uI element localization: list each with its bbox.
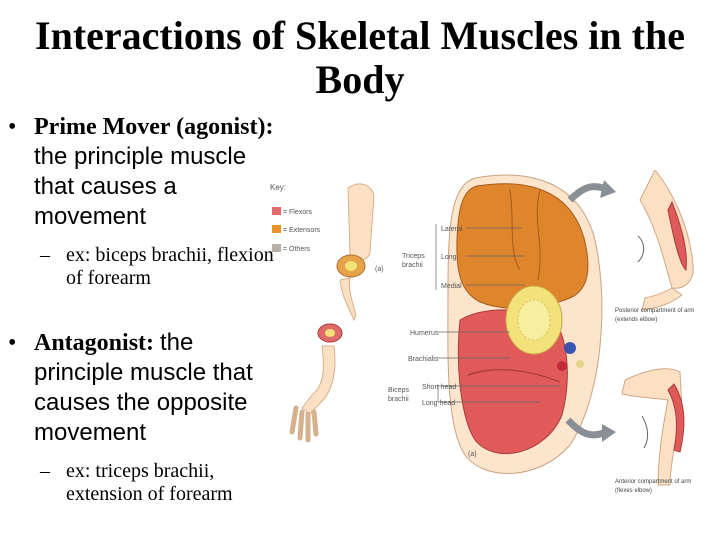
artery <box>557 361 567 371</box>
triceps-long-label: Long <box>441 254 457 261</box>
sub-bullet-text: ex: triceps brachii, extension of forear… <box>66 460 233 505</box>
key-label-extensors: = Extensors <box>283 227 321 234</box>
sub-bullet-dash: – <box>40 460 50 482</box>
anterior-caption-line1: Anterior compartment of arm <box>615 479 691 485</box>
key-title: Key: <box>270 183 286 192</box>
panel-label-a: (a) <box>375 266 384 273</box>
brachialis-label: Brachialis <box>408 356 439 363</box>
panel-label-a-bottom: (a) <box>468 451 477 458</box>
triceps-label-line1: Triceps <box>402 253 425 260</box>
bullet-antagonist: • Antagonist: the principle muscle that … <box>8 328 278 448</box>
others-swatch <box>272 244 281 252</box>
triceps-lateral-label: Lateral <box>441 226 463 233</box>
biceps-label-line2: brachii <box>388 396 409 403</box>
biceps-label-line1: Biceps <box>388 387 410 394</box>
bullet-term: Antagonist: <box>34 330 155 356</box>
arm-bones-illustration <box>289 183 375 443</box>
bullet-term: Prime Mover (agonist): <box>34 114 274 140</box>
anterior-arm-illustration: Anterior compartment of arm (flexes elbo… <box>615 368 691 494</box>
sub-bullet-text: ex: biceps brachii, flexion of forearm <box>66 244 274 289</box>
extensors-swatch <box>272 225 281 233</box>
arm-anatomy-figure: Key: = Flexors = Extensors = Others (a) <box>270 170 694 494</box>
vein <box>564 342 576 354</box>
anterior-caption-line2: (flexes elbow) <box>615 488 652 494</box>
arm-cross-section: Lateral Long Medial Triceps brachii Hume… <box>388 174 603 474</box>
key-label-others: = Others <box>283 246 311 253</box>
bullet-dot-icon: • <box>8 114 17 140</box>
sub-bullet-antagonist-example: – ex: triceps brachii, extension of fore… <box>40 460 278 506</box>
triceps-label-line2: brachii <box>402 262 423 269</box>
bullet-definition: the principle muscle that causes a movem… <box>34 143 247 230</box>
key-label-flexors: = Flexors <box>283 209 312 216</box>
slide-title: Interactions of Skeletal Muscles in the … <box>35 13 685 102</box>
biceps-short-head-label: Short head <box>422 384 456 391</box>
flexors-swatch <box>272 207 281 215</box>
sub-bullet-dash: – <box>40 244 50 266</box>
bullet-prime-mover: • Prime Mover (agonist): the principle m… <box>8 112 278 232</box>
biceps-long-head-label: Long head <box>422 400 455 407</box>
sub-bullet-prime-mover-example: – ex: biceps brachii, flexion of forearm <box>40 244 278 290</box>
color-key: Key: = Flexors = Extensors = Others (a) <box>270 183 384 273</box>
posterior-caption-line2: (extends elbow) <box>615 317 657 323</box>
bullet-list: • Prime Mover (agonist): the principle m… <box>8 112 278 506</box>
posterior-caption-line1: Posterior compartment of arm <box>615 308 694 314</box>
humerus-label: Humerus <box>410 330 439 337</box>
bullet-definition: the principle muscle that causes the opp… <box>34 329 253 446</box>
posterior-arm-illustration: Posterior compartment of arm (extends el… <box>615 170 694 323</box>
triceps-medial-label: Medial <box>441 283 462 290</box>
bullet-dot-icon: • <box>8 330 17 356</box>
